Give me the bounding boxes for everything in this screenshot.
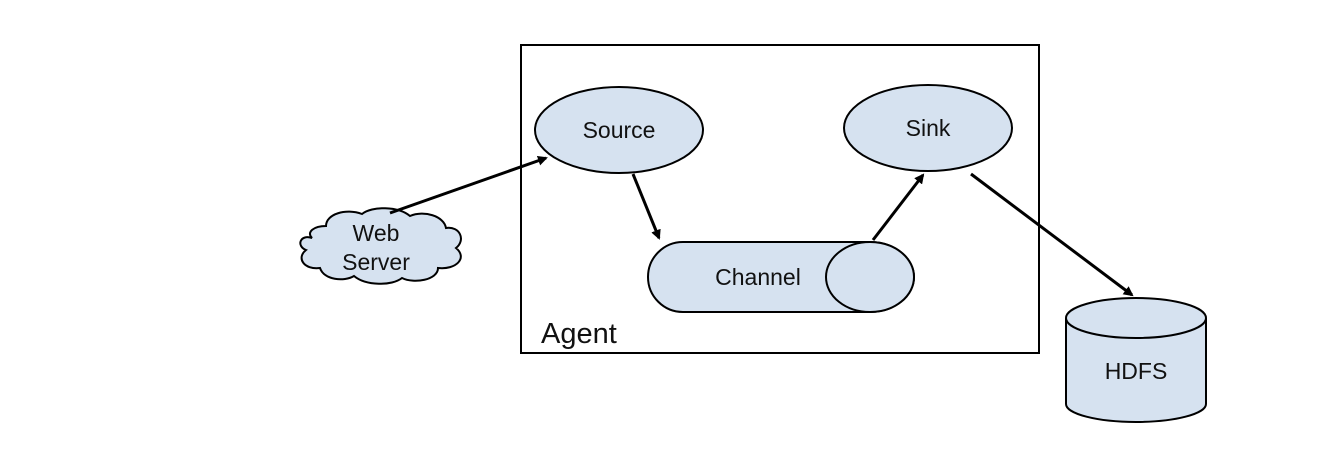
web-server-cloud: Web Server xyxy=(299,207,462,285)
sink-label: Sink xyxy=(906,115,951,141)
hdfs-body xyxy=(1065,318,1207,423)
source-label: Source xyxy=(583,117,656,143)
hdfs-label: HDFS xyxy=(1105,358,1168,384)
agent-label: Agent xyxy=(541,318,617,350)
channel-label: Channel xyxy=(715,264,801,290)
source-node: Source xyxy=(534,86,704,174)
channel-end-cap xyxy=(825,241,915,313)
agent-box: Agent xyxy=(520,44,1040,354)
cloud-shape xyxy=(299,207,462,285)
channel-node: Channel xyxy=(647,241,915,313)
web-server-label-line2: Server xyxy=(342,249,410,275)
web-server-label-line1: Web xyxy=(353,220,400,246)
arrow-sink-to-hdfs xyxy=(970,172,1134,297)
arrow-channel-to-sink xyxy=(871,173,925,241)
hdfs-top xyxy=(1065,297,1207,339)
sink-node: Sink xyxy=(843,84,1013,172)
hdfs-node: HDFS xyxy=(1065,297,1207,423)
arrow-source-to-channel xyxy=(631,173,661,240)
arrow-webserver-to-source xyxy=(389,155,548,215)
